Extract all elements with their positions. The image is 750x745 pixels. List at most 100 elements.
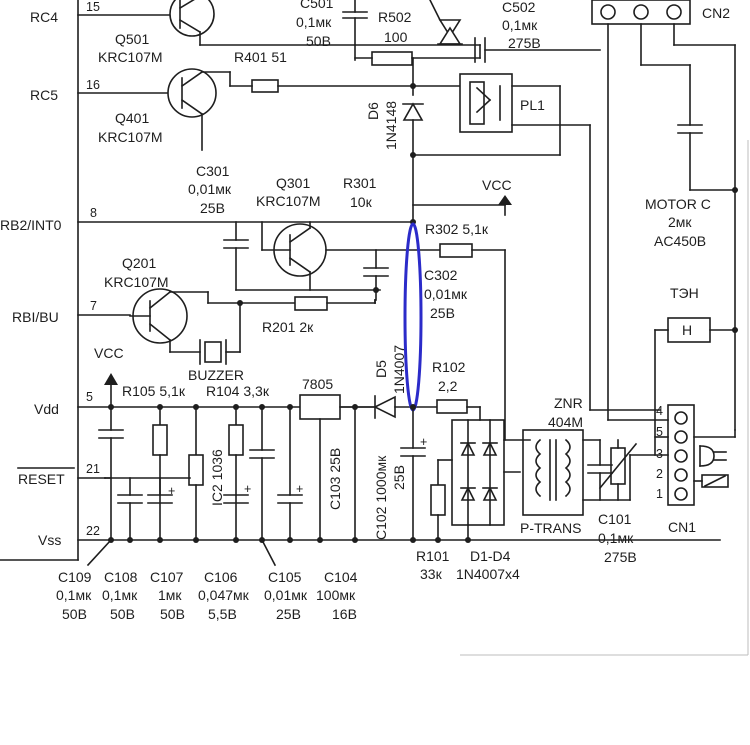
ic2-block bbox=[188, 454, 204, 486]
r502-label: R502 bbox=[378, 9, 412, 25]
c108-value: 0,1мк bbox=[102, 587, 138, 603]
c106-value: 0,047мк bbox=[198, 587, 250, 603]
r301-value: 10к bbox=[350, 194, 373, 210]
c502-value: 0,1мк bbox=[502, 17, 538, 33]
pin-rb2-label: RB2/INT0 bbox=[0, 217, 62, 233]
r101-value: 33к bbox=[420, 566, 443, 582]
r301-label: R301 bbox=[343, 175, 377, 191]
d1d4-label: D1-D4 bbox=[470, 548, 511, 564]
c101-label: C101 bbox=[598, 511, 632, 527]
pin-vss-label: Vss bbox=[38, 532, 61, 548]
relay-pl1 bbox=[459, 73, 513, 133]
cn1-pin-2: 2 bbox=[656, 467, 663, 481]
pin-rc4-number: 15 bbox=[86, 0, 100, 14]
c102-voltage: 25В bbox=[391, 465, 407, 490]
q201-label: Q201 bbox=[122, 255, 156, 271]
cn1-pin-5: 5 bbox=[656, 425, 663, 439]
c109-voltage: 50В bbox=[62, 606, 87, 622]
pin-reset-label: RESET bbox=[18, 471, 65, 487]
vcc-label: VCC bbox=[482, 177, 512, 193]
c103-label: C103 25В bbox=[327, 448, 343, 510]
ic2-label: IC2 1036 bbox=[209, 449, 225, 506]
reg-label: 7805 bbox=[302, 376, 333, 392]
c107-voltage: 50В bbox=[160, 606, 185, 622]
c108-voltage: 50В bbox=[110, 606, 135, 622]
q501-type: KRC107M bbox=[98, 49, 163, 65]
pin-rb2-number: 8 bbox=[90, 206, 97, 220]
resistor-r102 bbox=[436, 399, 468, 414]
c101-value: 0,1мк bbox=[598, 530, 634, 546]
cn2-label: CN2 bbox=[702, 5, 730, 21]
c108-label: C108 bbox=[104, 569, 138, 585]
c109-value: 0,1мк bbox=[56, 587, 92, 603]
c106-label: C106 bbox=[204, 569, 238, 585]
pin-rbi-number: 7 bbox=[90, 299, 97, 313]
c101-voltage: 275В bbox=[604, 549, 637, 565]
znr-type: 404M bbox=[548, 414, 583, 430]
c105-voltage: 25В bbox=[276, 606, 301, 622]
q301-label: Q301 bbox=[276, 175, 310, 191]
c502-voltage: 275В bbox=[508, 35, 541, 51]
c501-label: C501 bbox=[300, 0, 334, 11]
c302-value: 0,01мк bbox=[424, 286, 468, 302]
cn1-pin-1: 1 bbox=[656, 487, 663, 501]
cn1-pin-3: 3 bbox=[656, 447, 663, 461]
c104-plus: + bbox=[296, 482, 303, 496]
d5-label: D5 bbox=[373, 360, 389, 378]
resistor-r101 bbox=[430, 484, 446, 516]
c107-plus: + bbox=[168, 484, 175, 498]
q401-type: KRC107M bbox=[98, 129, 163, 145]
c301-value: 0,01мк bbox=[188, 181, 232, 197]
znr-label: ZNR bbox=[554, 395, 583, 411]
c102-plus: + bbox=[420, 435, 427, 449]
pin-rc4-label: RC4 bbox=[30, 9, 58, 25]
c105-value: 0,01мк bbox=[264, 587, 308, 603]
c301-voltage: 25В bbox=[200, 200, 225, 216]
bottom-cap-labels: C109 0,1мк 50В C108 0,1мк 50В C107 1мк 5… bbox=[56, 569, 358, 622]
buzzer-symbol bbox=[199, 339, 227, 365]
ten-label: ТЭН bbox=[670, 285, 699, 301]
pin-vss-number: 22 bbox=[86, 524, 100, 538]
transistor-q301 bbox=[261, 221, 327, 277]
r101-label: R101 bbox=[416, 548, 450, 564]
cn1-pin-4: 4 bbox=[656, 404, 663, 418]
c104-label: C104 bbox=[324, 569, 358, 585]
c302-voltage: 25В bbox=[430, 305, 455, 321]
c107-label: C107 bbox=[150, 569, 184, 585]
resistor-r302 bbox=[439, 243, 473, 258]
c106-voltage: 5,5В bbox=[208, 606, 237, 622]
mcu-pin-lines bbox=[77, 14, 721, 541]
buzzer-label: BUZZER bbox=[188, 367, 244, 383]
pin-rbi-label: RBI/BU bbox=[12, 309, 59, 325]
r302-label: R302 5,1к bbox=[425, 221, 489, 237]
plug-icon bbox=[699, 445, 727, 467]
vcc2-arrow-icon bbox=[104, 373, 118, 385]
pin-rc5-number: 16 bbox=[86, 78, 100, 92]
c502-label: C502 bbox=[502, 0, 536, 15]
c501-voltage: 50В bbox=[306, 33, 331, 49]
r401-label: R401 51 bbox=[234, 49, 287, 65]
resistor-r105 bbox=[152, 424, 168, 456]
r102-label: R102 bbox=[432, 359, 466, 375]
connector-cn2 bbox=[591, 0, 691, 25]
resistor-r401 bbox=[251, 79, 279, 93]
resistor-r502 bbox=[371, 51, 413, 66]
d6-label: D6 bbox=[365, 102, 381, 120]
highlight-ellipse bbox=[403, 222, 423, 412]
c102-label: C102 1000мк bbox=[373, 455, 389, 540]
c302-label: C302 bbox=[424, 267, 458, 283]
c501-value: 0,1мк bbox=[296, 14, 332, 30]
cn1-label: CN1 bbox=[668, 519, 696, 535]
pin-vdd-label: Vdd bbox=[34, 401, 59, 417]
pin-rc5-label: RC5 bbox=[30, 87, 58, 103]
heater-symbol: H bbox=[682, 322, 692, 338]
bridge-rectifier bbox=[451, 419, 505, 526]
transistor-q201 bbox=[129, 288, 188, 344]
c104-value: 100мк bbox=[316, 587, 356, 603]
r104-label: R104 3,3к bbox=[206, 383, 270, 399]
pin-reset-number: 21 bbox=[86, 462, 100, 476]
vcc2-label: VCC bbox=[94, 345, 124, 361]
r102-value: 2,2 bbox=[438, 378, 458, 394]
resistor-r201 bbox=[294, 296, 328, 311]
